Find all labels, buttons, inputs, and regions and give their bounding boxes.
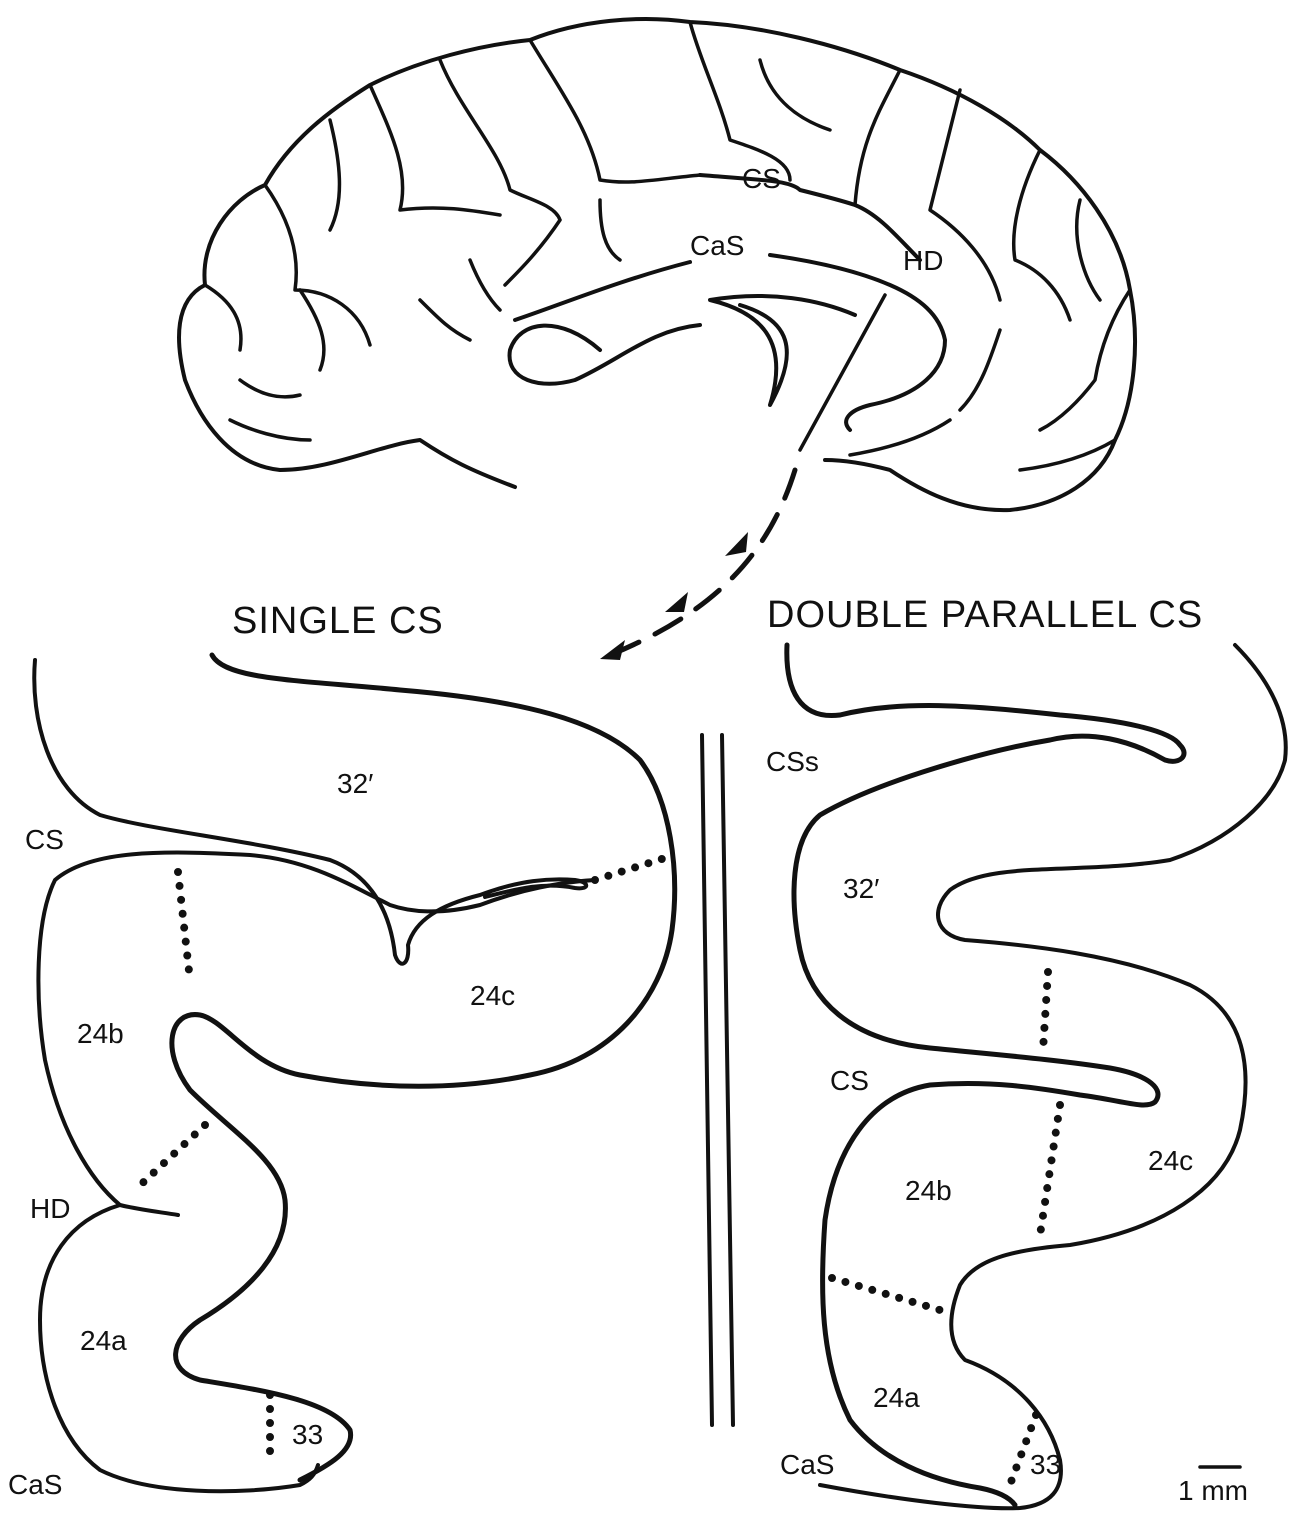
label-cs-top: CS: [742, 163, 781, 194]
border-32-24c-right: [1043, 972, 1048, 1050]
inner-contour-right: [820, 645, 1286, 1508]
callosal-sulcus: [515, 255, 945, 430]
label-32-left: 32′: [337, 768, 373, 799]
border-24b-24c: [178, 872, 190, 980]
corpus-callosum: [510, 296, 855, 405]
arrowhead: [725, 532, 748, 556]
panel-divider: [702, 735, 733, 1425]
brain-outline: [179, 19, 1135, 510]
single-cs-panel: SINGLE CS 32′ CS 24b 24c HD 24a 33 CaS: [8, 600, 675, 1500]
outer-contour: [172, 655, 675, 1480]
border-24b-24c-right: [1040, 1105, 1060, 1235]
border-32-24c: [595, 858, 665, 880]
double-parallel-cs-panel: DOUBLE PARALLEL CS CSs 32′ CS 24b 24c 24…: [766, 594, 1286, 1508]
arrowhead: [600, 640, 625, 660]
section-plane-line: [800, 295, 885, 450]
scale-bar-label: 1 mm: [1178, 1475, 1248, 1506]
label-24b-right: 24b: [905, 1175, 952, 1206]
label-cas-left: CaS: [8, 1469, 62, 1500]
label-33-left: 33: [292, 1419, 323, 1450]
brain-medial-view: CS CaS HD: [179, 19, 1135, 660]
label-cs-left: CS: [25, 824, 64, 855]
label-css-right: CSs: [766, 746, 819, 777]
label-24a-left: 24a: [80, 1325, 127, 1356]
brain-gyri: [205, 22, 1130, 470]
heading-single-cs: SINGLE CS: [232, 600, 444, 642]
label-cas-right: CaS: [780, 1449, 834, 1480]
label-cas-top: CaS: [690, 230, 744, 261]
label-cs-right: CS: [830, 1065, 869, 1096]
label-hd-top: HD: [903, 245, 943, 276]
label-33-right: 33: [1030, 1449, 1061, 1480]
border-24a-24b: [135, 1125, 205, 1190]
label-24c-right: 24c: [1148, 1145, 1193, 1176]
scale-bar: 1 mm: [1178, 1467, 1248, 1506]
border-24a-24b-right: [832, 1278, 940, 1310]
label-24c-left: 24c: [470, 980, 515, 1011]
label-24a-right: 24a: [873, 1382, 920, 1413]
label-32-right: 32′: [843, 873, 879, 904]
label-24b-left: 24b: [77, 1018, 124, 1049]
arrowhead: [665, 592, 688, 612]
heading-double-parallel-cs: DOUBLE PARALLEL CS: [767, 594, 1203, 636]
label-hd-left: HD: [30, 1193, 70, 1224]
